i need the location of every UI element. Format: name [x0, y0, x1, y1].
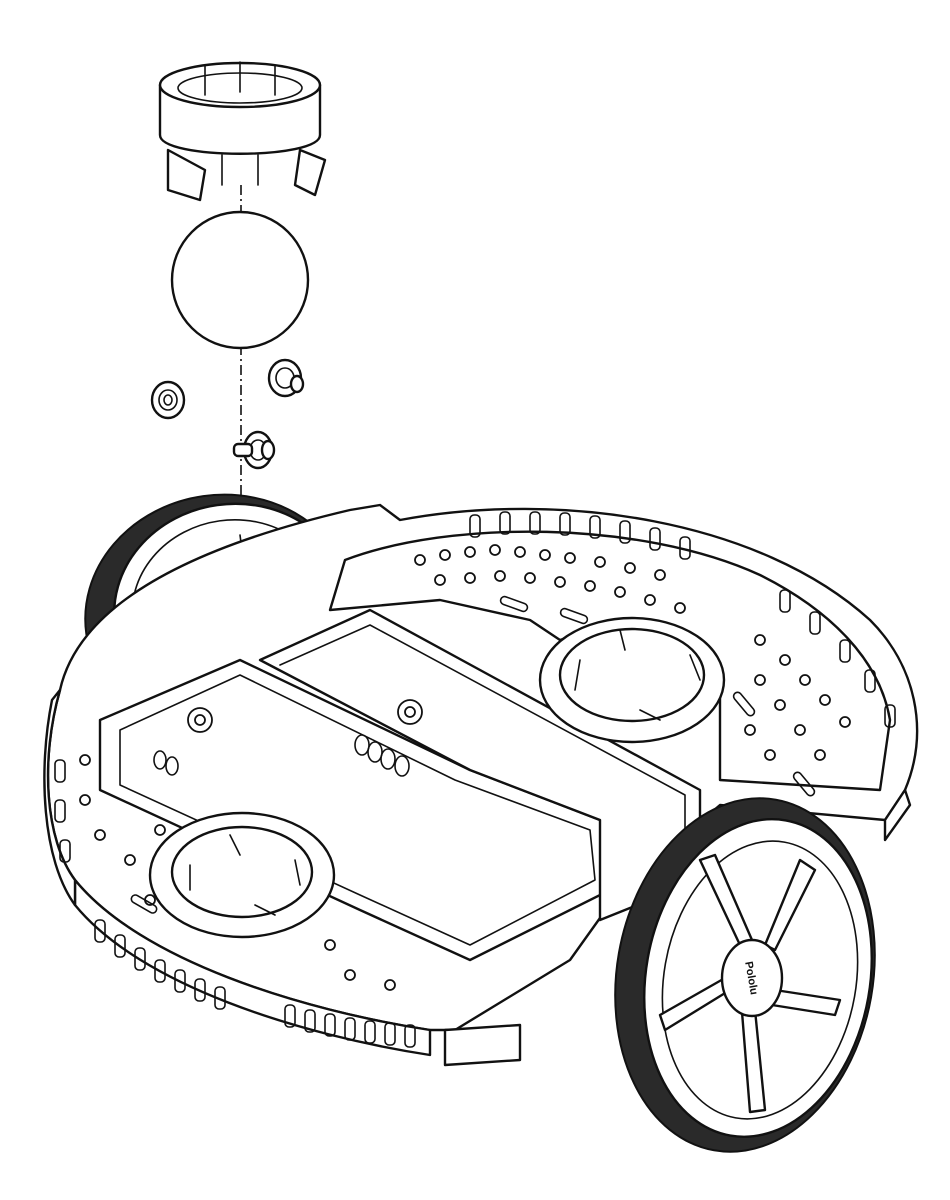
ball-caster-roller-center [232, 430, 276, 470]
bottom-circuit-board [443, 1023, 522, 1067]
right-wheel: Pololu [614, 797, 876, 1153]
ball-caster-roller-left [150, 380, 186, 420]
deck-slots [130, 595, 816, 914]
caster-ball [170, 210, 310, 350]
wheel-logo-text: Pololu [742, 961, 760, 996]
battery-springs [153, 734, 410, 777]
ball-caster-roller-right [267, 358, 305, 398]
rear-caster-socket [538, 616, 726, 744]
deck-holes [79, 544, 851, 991]
rim-slots [54, 511, 896, 1048]
front-caster-socket [148, 811, 336, 939]
chassis [43, 503, 919, 1067]
ball-caster-cap [158, 61, 327, 202]
